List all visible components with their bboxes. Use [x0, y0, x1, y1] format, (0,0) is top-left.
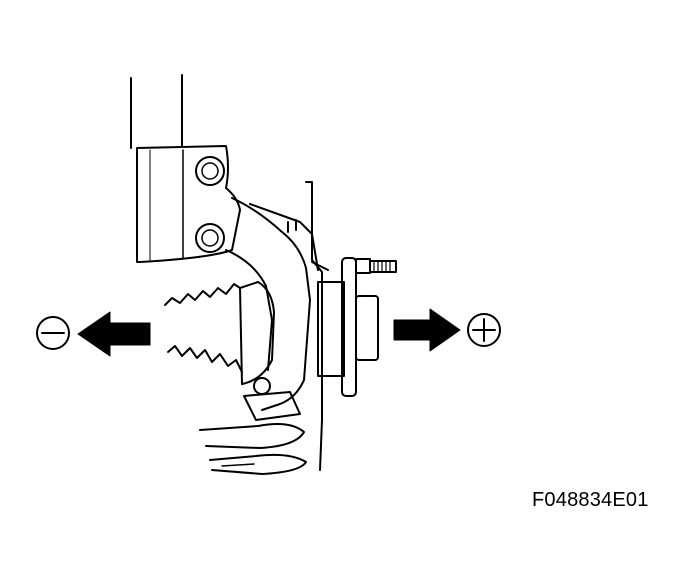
left-push-arrow	[77, 311, 151, 357]
right-pull-arrow	[393, 308, 461, 352]
circled-plus-icon	[467, 313, 501, 347]
strut-bracket	[136, 145, 241, 263]
upper-bolt-icon	[195, 156, 225, 186]
hub-flange	[317, 257, 379, 397]
wheel-stud	[355, 258, 397, 274]
strut-tube	[130, 74, 183, 149]
lower-bolt-icon	[195, 223, 225, 253]
drive-shaft-boot	[164, 281, 275, 385]
dust-shield	[305, 181, 329, 471]
figure-code: F048834E01	[532, 489, 649, 511]
lower-ball-joint	[199, 377, 307, 475]
circled-minus-icon	[36, 316, 70, 350]
